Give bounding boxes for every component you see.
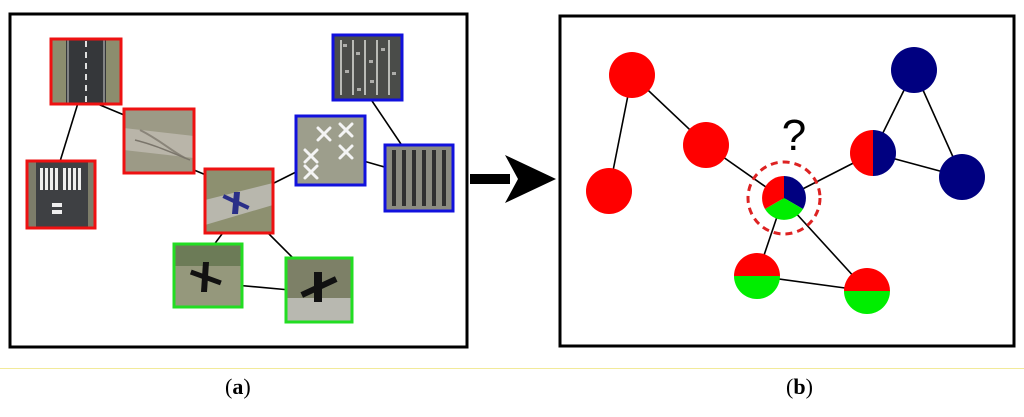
caption-b: (b) — [786, 374, 813, 399]
thumbnail-parked-planes — [294, 114, 367, 187]
thumbnail-taxiway-diagonal — [122, 107, 196, 175]
thumbnail-plane-green-left — [172, 242, 244, 309]
caption-divider — [0, 368, 1024, 369]
thumbnail-runway-top — [49, 37, 123, 106]
thumbnail-plane-green-right — [284, 256, 354, 324]
arrow-right-icon — [470, 155, 556, 203]
graph-node-n1 — [609, 52, 655, 98]
edge — [57, 102, 79, 169]
graph-node-n2 — [683, 122, 729, 168]
caption-a: (a) — [225, 374, 251, 399]
edge — [234, 284, 291, 291]
thumbnail-parking-lot-top — [331, 33, 404, 102]
thumbnail-runway-threshold — [25, 159, 97, 230]
graph-node-n6 — [891, 47, 937, 93]
dashed-highlight-ring — [746, 160, 822, 236]
thumbnail-parking-lot-right — [383, 143, 455, 213]
graph-node-n3 — [586, 168, 632, 214]
question-mark: ? — [782, 111, 806, 160]
graph-node-n4-uncertain — [746, 160, 822, 236]
thumbnail-plane-on-taxiway — [203, 167, 275, 235]
graph-node-n9 — [844, 268, 890, 314]
graph-node-n5 — [850, 130, 896, 176]
graph-node-n7 — [939, 154, 985, 200]
graph-node-n8 — [734, 253, 780, 299]
edge — [369, 97, 406, 151]
